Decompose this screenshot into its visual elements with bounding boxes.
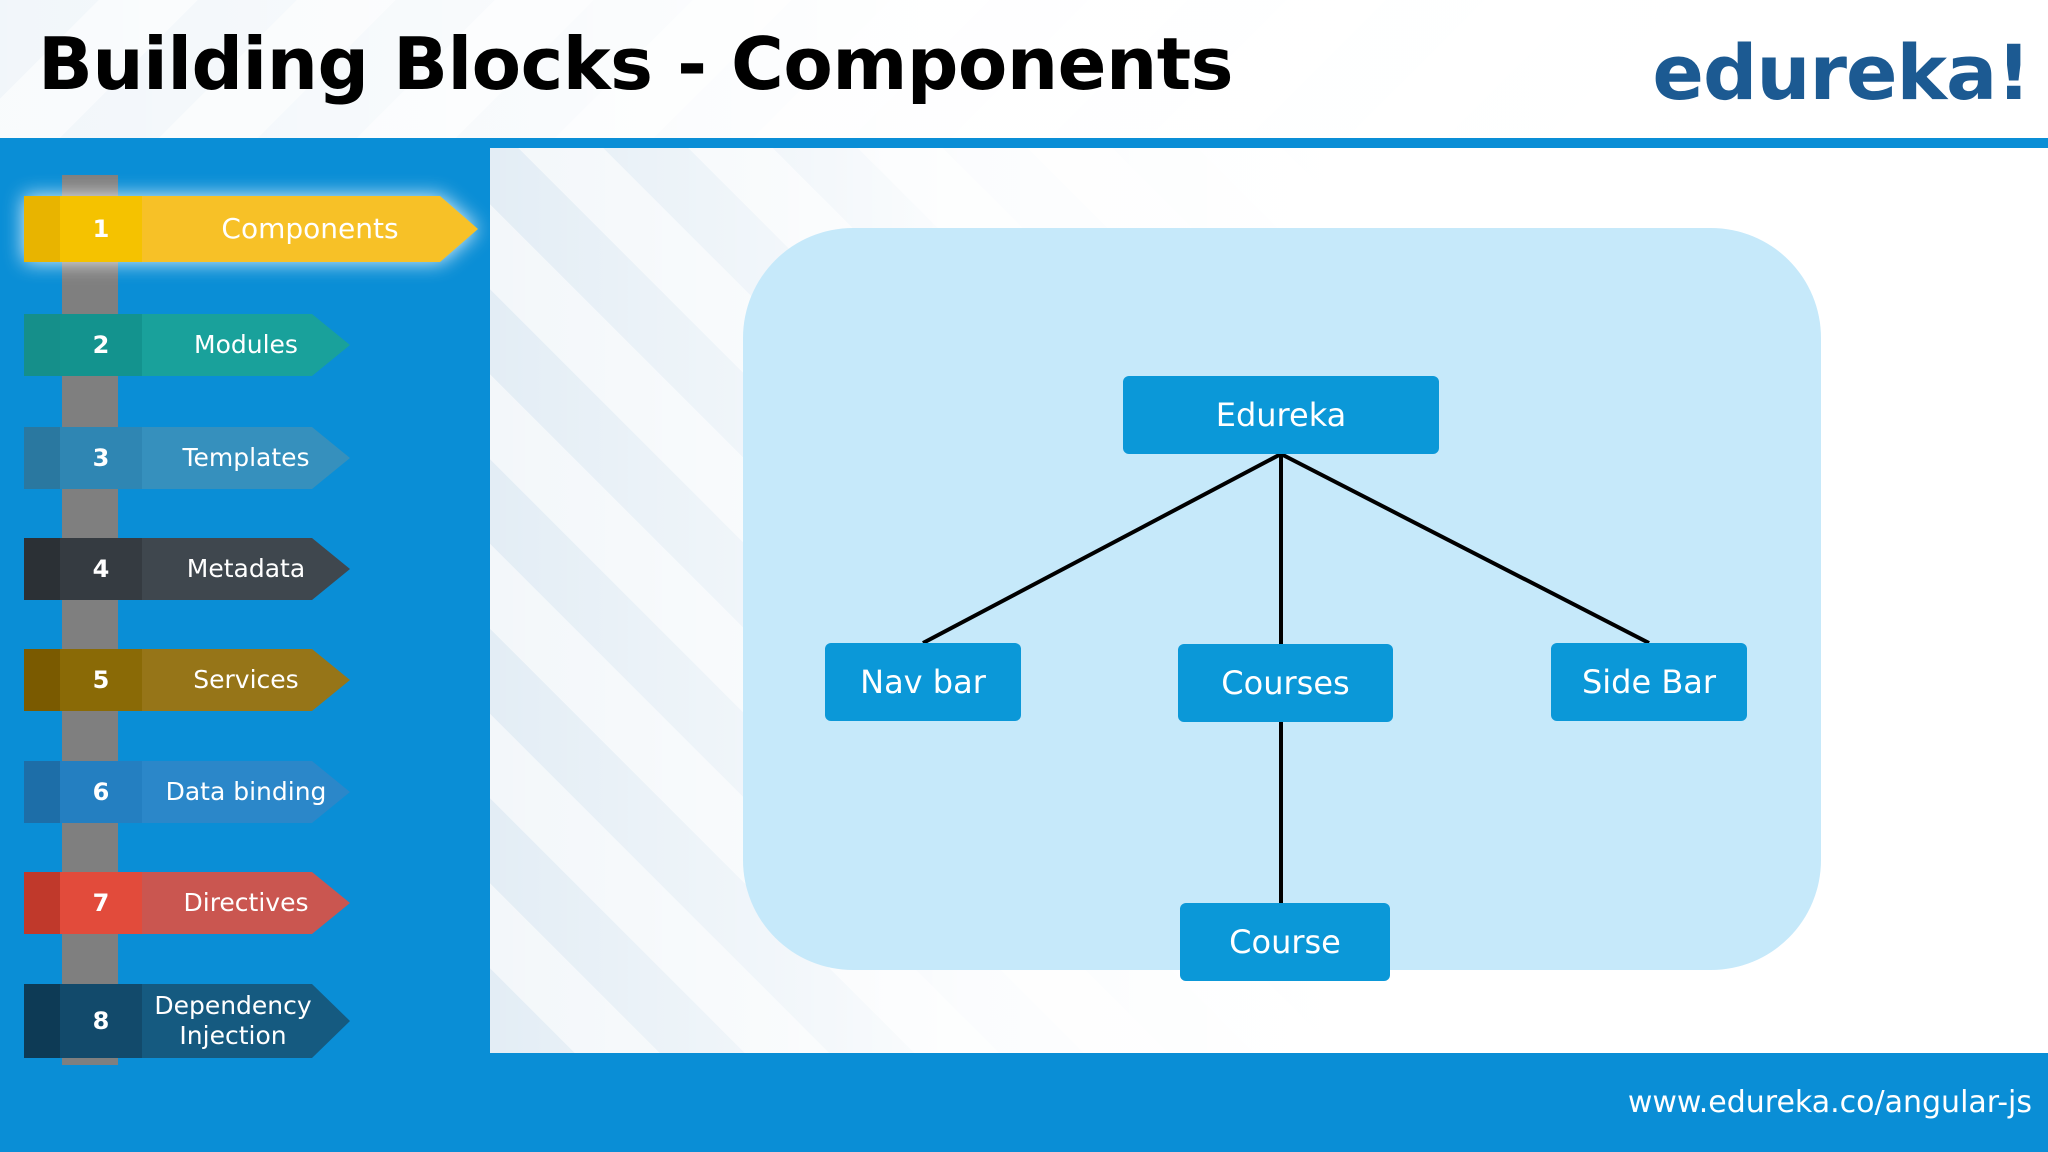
step-number: 7 bbox=[60, 872, 142, 934]
step-label: Directives bbox=[142, 872, 350, 934]
step-label: Metadata bbox=[142, 538, 350, 600]
component-tree-panel: Edureka Nav bar Courses Side Bar Course bbox=[743, 228, 1821, 981]
step-number: 3 bbox=[60, 427, 142, 489]
step-tab bbox=[24, 761, 60, 823]
step-tab bbox=[24, 314, 60, 376]
header-divider bbox=[0, 138, 2048, 148]
content-area: Edureka Nav bar Courses Side Bar Course bbox=[490, 148, 2048, 1053]
edureka-logo: edureka! bbox=[1652, 28, 2031, 117]
step-tab bbox=[24, 984, 60, 1058]
connector-root-navbar bbox=[922, 452, 1282, 645]
step-tab bbox=[24, 538, 60, 600]
slide-header: Building Blocks - Components edureka! bbox=[0, 0, 2048, 138]
connector-root-sidebar bbox=[1280, 452, 1650, 645]
step-label: Services bbox=[142, 649, 350, 711]
step-number: 2 bbox=[60, 314, 142, 376]
step-tab bbox=[24, 427, 60, 489]
step-number: 6 bbox=[60, 761, 142, 823]
node-edureka: Edureka bbox=[1123, 376, 1439, 454]
topic-sidebar: 1 Components 2 Modules 3 Templates 4 Met… bbox=[0, 148, 490, 1065]
step-number: 5 bbox=[60, 649, 142, 711]
step-tab bbox=[24, 872, 60, 934]
footer-url: www.edureka.co/angular-js bbox=[1627, 1085, 2032, 1120]
step-number: 8 bbox=[60, 984, 142, 1058]
step-label: Templates bbox=[142, 427, 350, 489]
node-course: Course bbox=[1180, 903, 1390, 981]
step-tab bbox=[24, 649, 60, 711]
step-label: Components bbox=[142, 196, 478, 262]
slide-title: Building Blocks - Components bbox=[38, 22, 1234, 106]
node-side-bar: Side Bar bbox=[1551, 643, 1747, 721]
step-label: Data binding bbox=[142, 761, 350, 823]
tree-connectors bbox=[922, 452, 1650, 903]
step-label: Dependency Injection bbox=[142, 984, 350, 1058]
step-number: 4 bbox=[60, 538, 142, 600]
node-nav-bar: Nav bar bbox=[825, 643, 1021, 721]
node-courses: Courses bbox=[1178, 644, 1393, 722]
step-number: 1 bbox=[60, 196, 142, 262]
step-label: Modules bbox=[142, 314, 350, 376]
step-tab bbox=[24, 196, 60, 262]
